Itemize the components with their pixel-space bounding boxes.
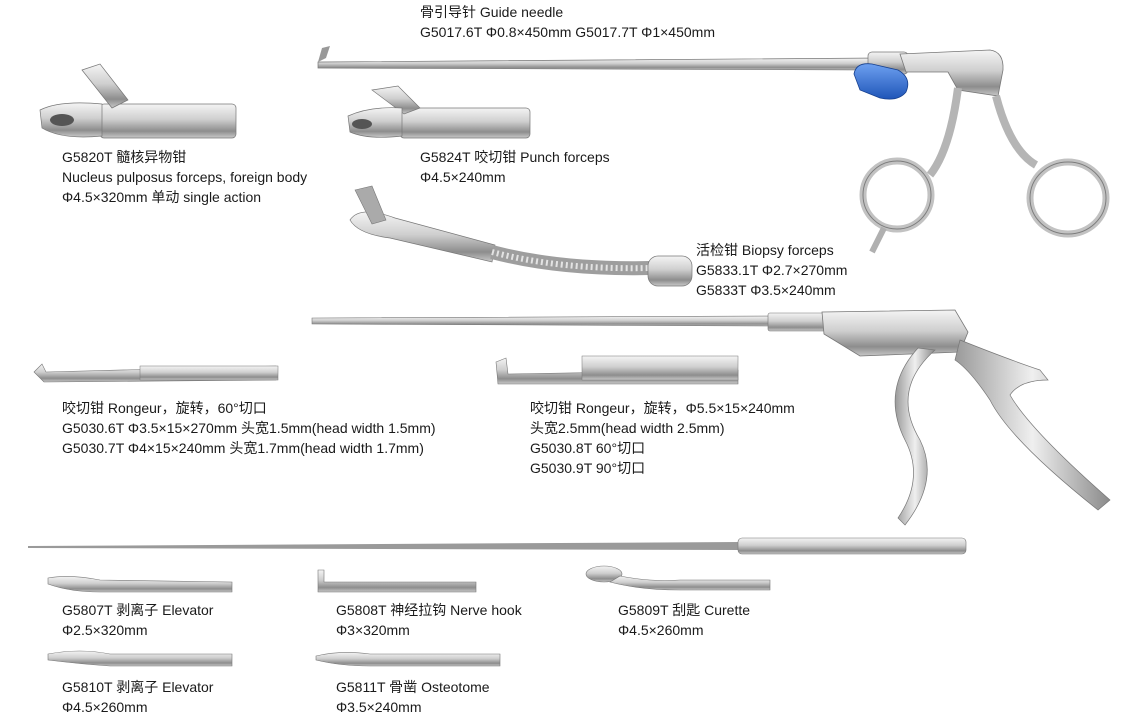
rongeur-60-title: 咬切钳 Rongeur，旋转，60°切口 [62, 400, 267, 416]
guide-needle-specs: G5017.6T Φ0.8×450mm G5017.7T Φ1×450mm [420, 24, 715, 40]
g5820t-desc: Nucleus pulposus forceps, foreign body [62, 169, 308, 185]
nucleus-forceps-image [39, 63, 237, 139]
guide-needle-label: 骨引导针 Guide needle G5017.6T Φ0.8×450mm G5… [420, 2, 715, 42]
g5824t-title: G5824T 咬切钳 Punch forceps [420, 149, 610, 165]
g5824t-label: G5824T 咬切钳 Punch forceps Φ4.5×240mm [420, 147, 610, 187]
elevator-5810-image [47, 650, 233, 667]
g5824t-specs: Φ4.5×240mm [420, 169, 506, 185]
g5807t-title: G5807T 剥离子 Elevator [62, 602, 214, 618]
g5810t-title: G5810T 剥离子 Elevator [62, 679, 214, 695]
g5810t-specs: Φ4.5×260mm [62, 699, 148, 715]
g5811t-label: G5811T 骨凿 Osteotome Φ3.5×240mm [336, 677, 490, 717]
guide-needle-image [317, 46, 1110, 254]
rongeur-55-image [495, 355, 739, 385]
biopsy-spec-1: G5833.1T Φ2.7×270mm [696, 262, 848, 278]
g5807t-label: G5807T 剥离子 Elevator Φ2.5×320mm [62, 600, 213, 640]
rongeur-60-spec-1: G5030.6T Φ3.5×15×270mm 头宽1.5mm(head widt… [62, 420, 436, 436]
g5809t-title: G5809T 刮匙 Curette [618, 602, 751, 618]
curette-image [585, 565, 771, 591]
biopsy-label: 活检钳 Biopsy forceps G5833.1T Φ2.7×270mm G… [696, 240, 847, 300]
rongeur-55-head: 头宽2.5mm(head width 2.5mm) [530, 420, 725, 436]
rongeur-60-image [33, 363, 279, 383]
punch-forceps-image [347, 85, 531, 139]
g5809t-label: G5809T 刮匙 Curette Φ4.5×260mm [618, 600, 750, 640]
g5807t-specs: Φ2.5×320mm [62, 622, 148, 638]
osteotome-image [315, 652, 501, 667]
rongeur-60-label: 咬切钳 Rongeur，旋转，60°切口 G5030.6T Φ3.5×15×27… [62, 398, 436, 458]
g5811t-title: G5811T 骨凿 Osteotome [336, 679, 490, 695]
g5811t-specs: Φ3.5×240mm [336, 699, 422, 715]
g5820t-title: G5820T 髓核异物钳 [62, 149, 187, 165]
g5808t-title: G5808T 神经拉钩 Nerve hook [336, 602, 522, 618]
g5820t-specs: Φ4.5×320mm 单动 single action [62, 189, 262, 205]
g5820t-label: G5820T 髓核异物钳 Nucleus pulposus forceps, f… [62, 147, 307, 207]
guide-needle-title: 骨引导针 Guide needle [420, 4, 564, 20]
biopsy-forceps-image [349, 185, 693, 287]
elevator-5807-image [47, 576, 233, 593]
g5808t-label: G5808T 神经拉钩 Nerve hook Φ3×320mm [336, 600, 522, 640]
rongeur-55-label: 咬切钳 Rongeur，旋转，Φ5.5×15×240mm 头宽2.5mm(hea… [530, 398, 795, 478]
rongeur-handle-image [311, 309, 1111, 526]
nerve-hook-image [317, 569, 477, 593]
g5808t-specs: Φ3×320mm [336, 622, 410, 638]
biopsy-spec-2: G5833T Φ3.5×240mm [696, 282, 836, 298]
rongeur-60-spec-2: G5030.7T Φ4×15×240mm 头宽1.7mm(head width … [62, 440, 424, 456]
g5810t-label: G5810T 剥离子 Elevator Φ4.5×260mm [62, 677, 213, 717]
biopsy-title: 活检钳 Biopsy forceps [696, 242, 834, 258]
g5809t-specs: Φ4.5×260mm [618, 622, 704, 638]
rongeur-55-spec-1: G5030.8T 60°切口 [530, 440, 646, 456]
rongeur-55-spec-2: G5030.9T 90°切口 [530, 460, 646, 476]
rongeur-55-title: 咬切钳 Rongeur，旋转，Φ5.5×15×240mm [530, 400, 795, 416]
long-probe-image [28, 537, 967, 555]
